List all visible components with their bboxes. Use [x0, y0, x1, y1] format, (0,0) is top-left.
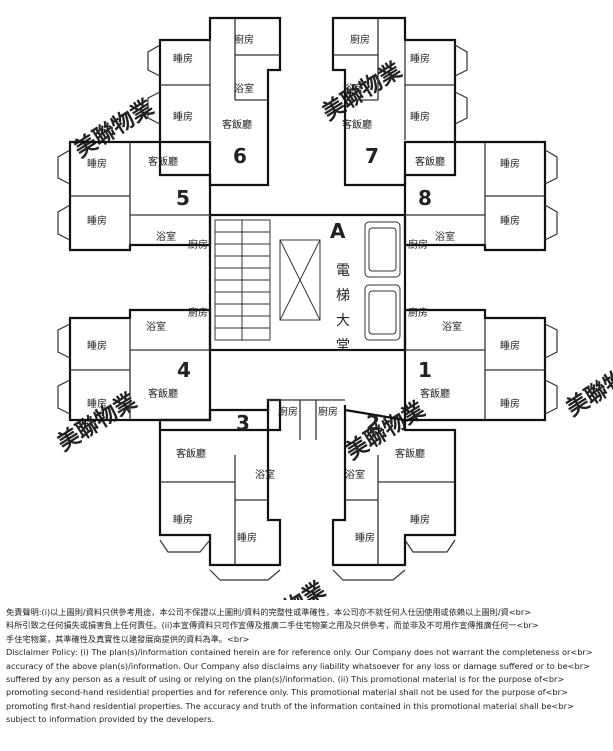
room-label-kitchen: 廚房: [188, 238, 208, 251]
disclaimer-en-line: promoting second-hand residential proper…: [6, 687, 568, 698]
bay-windows: [57, 44, 558, 581]
unit-number-1: 1: [418, 358, 432, 382]
room-label-bathroom: 浴室: [146, 320, 166, 333]
room-label-living: 客飯廳: [395, 447, 425, 460]
room-label-bedroom: 睡房: [355, 531, 375, 544]
room-label-bedroom: 睡房: [500, 157, 520, 170]
room-label-kitchen: 廚房: [350, 33, 370, 46]
room-label-living: 客飯廳: [415, 155, 445, 168]
floor-plan: 美聯物業 美聯物業 美聯物業 美聯物業 美聯物業 美聯物業: [53, 16, 613, 600]
watermark-text: 美聯物業: [70, 94, 159, 163]
lobby-char: 梯: [336, 288, 350, 304]
unit-number-2: 2: [366, 411, 380, 435]
room-label-bedroom: 睡房: [410, 513, 430, 526]
disclaimer-zh-line: 手住宅物業，其準確性及真實性以建發展商提供的資料為準。<br>: [6, 633, 250, 644]
room-label-living: 客飯廳: [148, 155, 178, 168]
room-label-bathroom: 浴室: [255, 468, 275, 481]
room-label-bedroom: 睡房: [173, 52, 193, 65]
interior-walls: [70, 18, 545, 565]
lobby-char: 電: [336, 263, 350, 279]
room-label-bedroom: 睡房: [173, 110, 193, 123]
room-label-bedroom: 睡房: [87, 397, 107, 410]
lift-lobby-label: A 電 梯 大 堂: [330, 219, 350, 354]
room-label-kitchen: 廚房: [318, 405, 338, 418]
room-label-bedroom: 睡房: [87, 157, 107, 170]
room-label-bathroom: 浴室: [156, 230, 176, 243]
room-label-kitchen: 廚房: [408, 238, 428, 251]
room-label-kitchen: 廚房: [278, 405, 298, 418]
lobby-char: 大: [336, 313, 350, 329]
room-label-bedroom: 睡房: [87, 214, 107, 227]
unit-number-3: 3: [236, 411, 250, 435]
room-label-living: 客飯廳: [176, 447, 206, 460]
room-label-bedroom: 睡房: [500, 397, 520, 410]
disclaimer-en-line: suffered by any person as a result of us…: [6, 674, 565, 685]
disclaimer-en-line: subject to information provided by the d…: [6, 714, 215, 725]
unit-number-8: 8: [418, 186, 432, 210]
unit-number-7: 7: [365, 144, 379, 168]
room-label-bathroom: 浴室: [345, 468, 365, 481]
room-label-bedroom: 睡房: [237, 531, 257, 544]
unit-number-6: 6: [233, 144, 247, 168]
watermarks: 美聯物業 美聯物業 美聯物業 美聯物業 美聯物業 美聯物業: [53, 57, 613, 600]
room-label-living: 客飯廳: [222, 118, 252, 131]
disclaimer: 免責聲明:(i)以上圖則/資料只供參考用途，本公司不保證以上圖則/資料的完整性或…: [6, 606, 607, 746]
room-label-bathroom: 浴室: [442, 320, 462, 333]
room-label-living: 客飯廳: [420, 387, 450, 400]
disclaimer-zh-line: 料所引致之任何損失或損害負上任何責任。(ii)本宣傳資料只可作宣傳及推廣二手住宅…: [6, 620, 539, 631]
lobby-letter: A: [330, 219, 346, 243]
unit-number-4: 4: [177, 358, 191, 382]
disclaimer-zh-line: 免責聲明:(i)以上圖則/資料只供參考用途，本公司不保證以上圖則/資料的完整性或…: [6, 607, 532, 617]
room-label-kitchen: 廚房: [188, 306, 208, 319]
disclaimer-en-line: accuracy of the above plan(s)/informatio…: [6, 660, 590, 671]
room-label-bedroom: 睡房: [410, 110, 430, 123]
unit-number-5: 5: [176, 186, 190, 210]
disclaimer-en-line: Disclaimer Policy: (i) The plan(s)/infor…: [6, 647, 593, 658]
room-label-kitchen: 廚房: [408, 306, 428, 319]
unit-numbers: 6 7 5 8 4 1 3 2: [176, 144, 432, 435]
disclaimer-en-line: promoting first-hand residential propert…: [6, 700, 574, 711]
lobby-char: 堂: [336, 338, 350, 354]
room-label-kitchen: 廚房: [234, 33, 254, 46]
room-label-living: 客飯廳: [148, 387, 178, 400]
watermark-text: 美聯物業: [53, 387, 142, 456]
room-label-bedroom: 睡房: [410, 52, 430, 65]
room-label-bedroom: 睡房: [173, 513, 193, 526]
room-label-bedroom: 睡房: [500, 214, 520, 227]
room-label-bedroom: 睡房: [87, 339, 107, 352]
room-label-bathroom: 浴室: [234, 82, 254, 95]
room-label-bedroom: 睡房: [500, 339, 520, 352]
watermark-text: 美聯物業: [562, 353, 613, 422]
room-label-living: 客飯廳: [342, 118, 372, 131]
room-label-bathroom: 浴室: [343, 82, 363, 95]
stair-treads: [215, 220, 270, 340]
room-labels: 睡房 睡房 廚房 浴室 客飯廳 廚房 浴室 睡房 睡房 客飯廳 睡房 睡房 客飯…: [87, 33, 520, 544]
room-label-bathroom: 浴室: [435, 230, 455, 243]
stairs-and-lifts: [214, 219, 401, 341]
